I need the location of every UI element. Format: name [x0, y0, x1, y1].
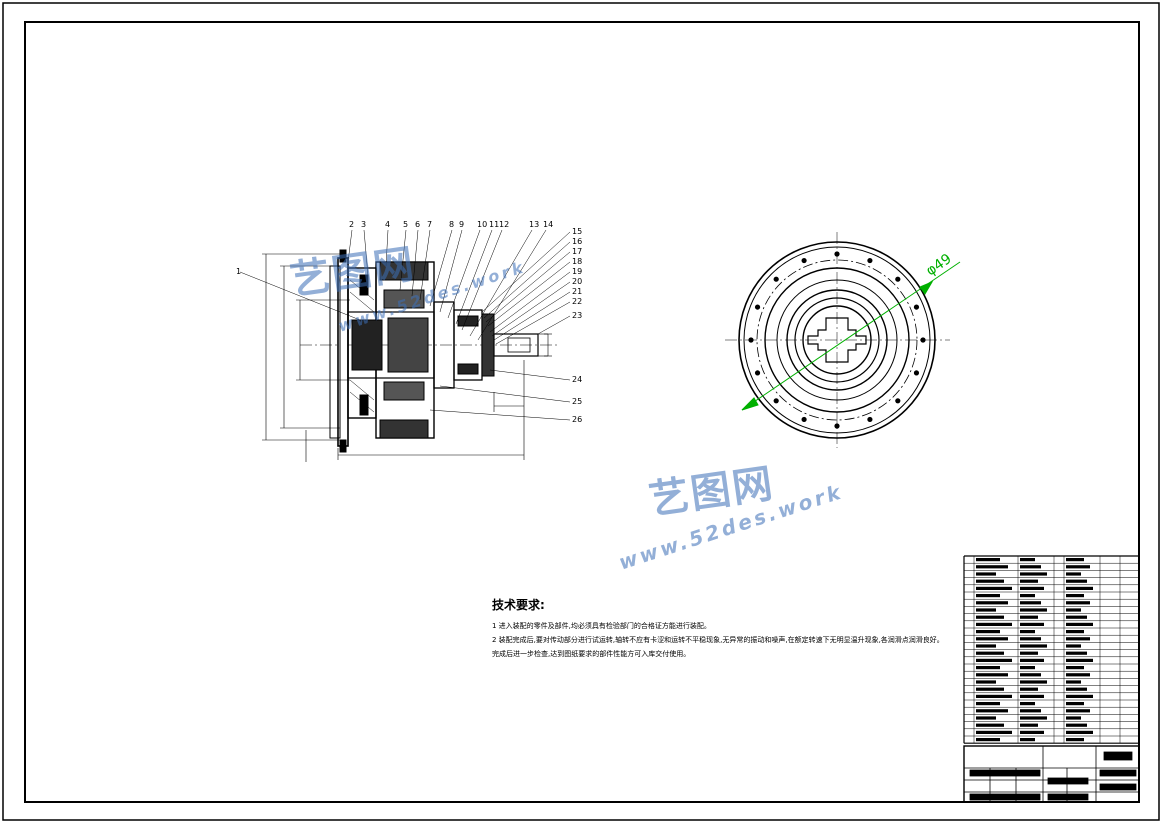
part-number-3: 3: [361, 220, 366, 229]
bolt-hole: [754, 370, 761, 376]
bolt-hole: [920, 337, 926, 343]
bolt-hole: [834, 251, 840, 257]
diameter-dimension: [741, 261, 961, 411]
bolt-hole: [895, 276, 901, 282]
bolt-hole: [913, 304, 920, 310]
section-dimensions: [262, 253, 552, 462]
part-number-4: 4: [385, 220, 390, 229]
part-number-21: 21: [572, 287, 582, 296]
bolt-hole: [773, 276, 779, 282]
part-number-24: 24: [572, 375, 582, 384]
part-number-11: 11: [489, 220, 499, 229]
bolt-hole: [773, 398, 779, 404]
part-number-13: 13: [529, 220, 539, 229]
part-number-7: 7: [427, 220, 432, 229]
part-number-1: 1: [236, 267, 241, 276]
tech-title: 技术要求:: [492, 598, 545, 612]
part-number-18: 18: [572, 257, 582, 266]
tech-line-1: 1 进入装配的零件及部件,均必须具有检验部门的合格证方能进行装配。: [492, 622, 711, 630]
parts-list-table: [963, 555, 1140, 744]
part-number-15: 15: [572, 227, 582, 236]
title-block: [963, 745, 1140, 803]
bolt-hole: [801, 416, 807, 423]
part-number-2: 2: [349, 220, 354, 229]
part-number-6: 6: [415, 220, 420, 229]
bolt-holes: [748, 251, 926, 429]
part-number-17: 17: [572, 247, 582, 256]
bolt-hole: [754, 304, 761, 310]
part-number-19: 19: [572, 267, 582, 276]
part-number-20: 20: [572, 277, 582, 286]
bolt-hole: [867, 257, 873, 264]
section-view: [300, 249, 560, 453]
part-number-8: 8: [449, 220, 454, 229]
part-number-9: 9: [459, 220, 464, 229]
bolt-hole: [834, 423, 840, 429]
bolt-hole: [867, 416, 873, 423]
diameter-label: φ49: [923, 251, 954, 279]
tech-line-2: 2 装配完成后,要对传动部分进行试运转,轴转不应有卡涩和运转不平稳现象,无异常的…: [492, 636, 944, 644]
part-number-26: 26: [572, 415, 582, 424]
part-number-12: 12: [499, 220, 509, 229]
part-number-10: 10: [477, 220, 487, 229]
bolt-hole: [895, 398, 901, 404]
technical-requirements: 技术要求: 1 进入装配的零件及部件,均必须具有检验部门的合格证方能进行装配。 …: [492, 596, 944, 661]
inner-border: [24, 21, 1140, 803]
part-number-25: 25: [572, 397, 582, 406]
bolt-hole: [801, 257, 807, 264]
part-number-14: 14: [543, 220, 553, 229]
leader-lines: [239, 229, 571, 421]
part-number-5: 5: [403, 220, 408, 229]
part-number-16: 16: [572, 237, 582, 246]
tech-line-3: 完成后进一步检查,达到图纸要求的部件性能方可入库交付使用。: [492, 650, 691, 658]
part-number-22: 22: [572, 297, 582, 306]
end-view: [725, 232, 950, 448]
bolt-hole: [913, 370, 920, 376]
part-number-23: 23: [572, 311, 582, 320]
bolt-hole: [748, 337, 754, 343]
